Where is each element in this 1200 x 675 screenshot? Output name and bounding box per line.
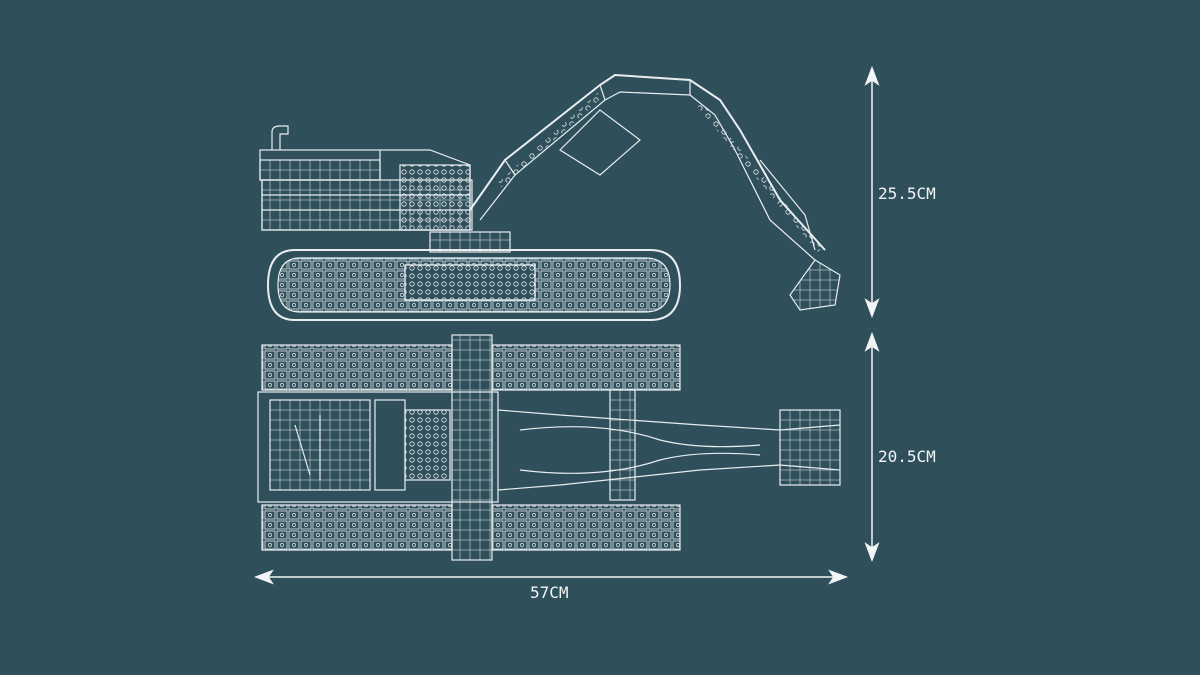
arrow-down-icon — [864, 298, 880, 319]
side-tracks — [266, 231, 682, 321]
top-view — [257, 334, 841, 561]
boom-arm — [469, 73, 826, 261]
arrow-left-icon — [253, 569, 274, 585]
bucket — [789, 259, 841, 311]
upper-body — [259, 149, 473, 231]
top-boom — [497, 409, 841, 491]
height-label: 25.5CM — [878, 184, 936, 203]
length-label: 57CM — [530, 583, 569, 602]
exhaust-pipe-icon — [271, 125, 289, 150]
side-view — [259, 73, 841, 321]
chassis — [257, 334, 636, 561]
arrow-up-icon — [864, 65, 880, 86]
arrow-right-icon — [828, 569, 849, 585]
top-track-lower — [261, 504, 681, 551]
dimension-arrows — [253, 65, 880, 585]
arrow-up-icon — [864, 331, 880, 352]
arrow-down-icon — [864, 542, 880, 563]
top-track-upper — [261, 344, 681, 391]
width-label: 20.5CM — [878, 447, 936, 466]
